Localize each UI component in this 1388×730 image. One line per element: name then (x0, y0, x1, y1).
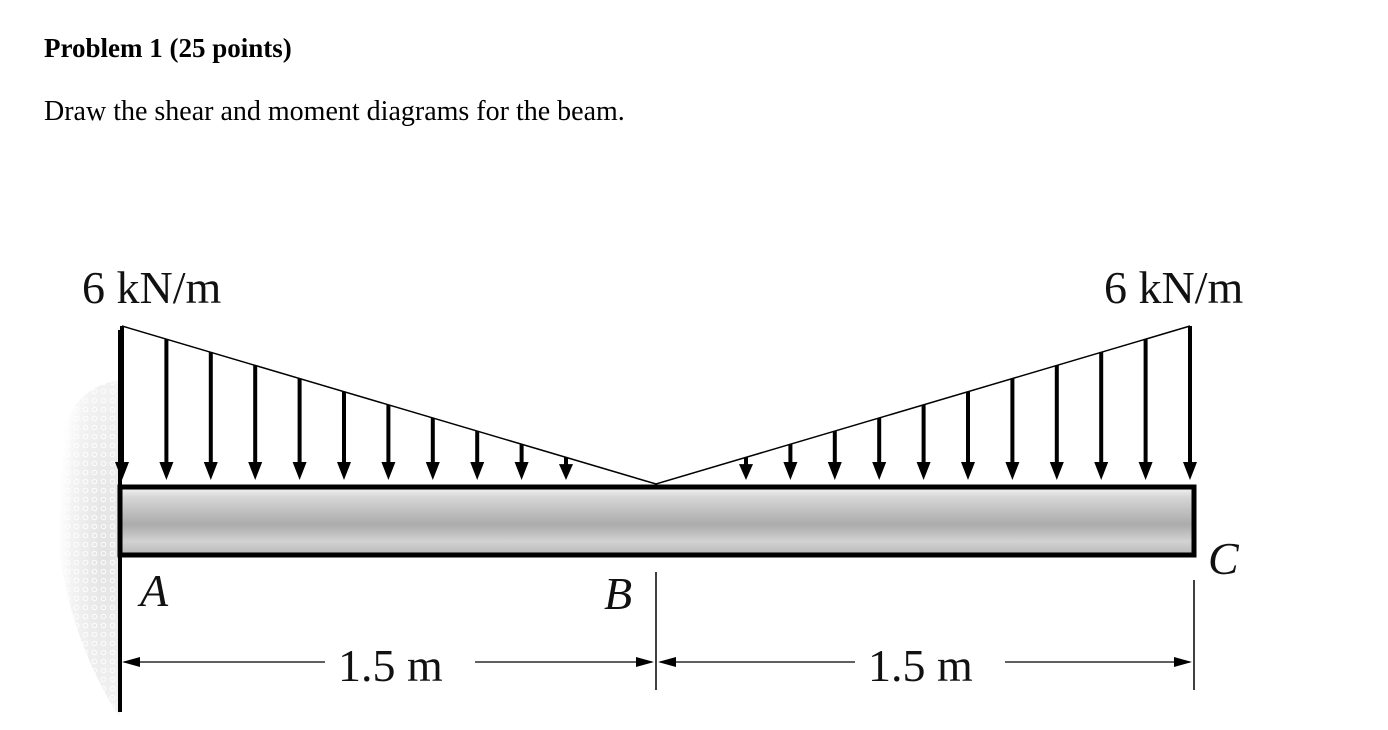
load-arrow (115, 326, 129, 480)
dimension-bc (658, 657, 1192, 667)
load-arrow (470, 431, 485, 480)
load-arrow (1049, 365, 1064, 480)
load-arrow (425, 417, 440, 480)
load-arrow (739, 457, 753, 480)
load-arrow (1183, 326, 1197, 480)
load-arrow (514, 444, 529, 480)
load-arrow (827, 431, 842, 480)
span-ab-label: 1.5 m (338, 640, 443, 691)
distributed-load-outline (121, 325, 1191, 485)
load-arrow (292, 378, 307, 480)
point-b-label: B (604, 568, 632, 619)
load-arrow (159, 339, 174, 480)
load-left-label: 6 kN/m (82, 262, 222, 313)
load-arrow (783, 444, 798, 480)
fixed-support-wall (55, 330, 122, 718)
point-a-label: A (137, 565, 169, 616)
load-arrow (248, 365, 263, 480)
load-arrow (872, 417, 887, 480)
load-arrow (1005, 378, 1020, 480)
load-arrow (337, 391, 351, 480)
load-right-label: 6 kN/m (1104, 262, 1244, 313)
load-arrow (1094, 352, 1109, 480)
span-bc-label: 1.5 m (868, 640, 973, 691)
load-arrow (1138, 339, 1153, 480)
problem-title: Problem 1 (25 points) (44, 33, 292, 63)
load-arrow (203, 352, 218, 480)
dimension-ab (122, 657, 654, 667)
problem-statement: Draw the shear and moment diagrams for t… (44, 96, 625, 127)
point-c-label: C (1208, 533, 1240, 584)
beam (117, 484, 1197, 558)
load-arrow (961, 391, 975, 480)
load-arrows (115, 326, 1197, 480)
load-arrow (916, 404, 931, 480)
load-arrow (381, 404, 396, 480)
load-arrow (559, 457, 573, 480)
